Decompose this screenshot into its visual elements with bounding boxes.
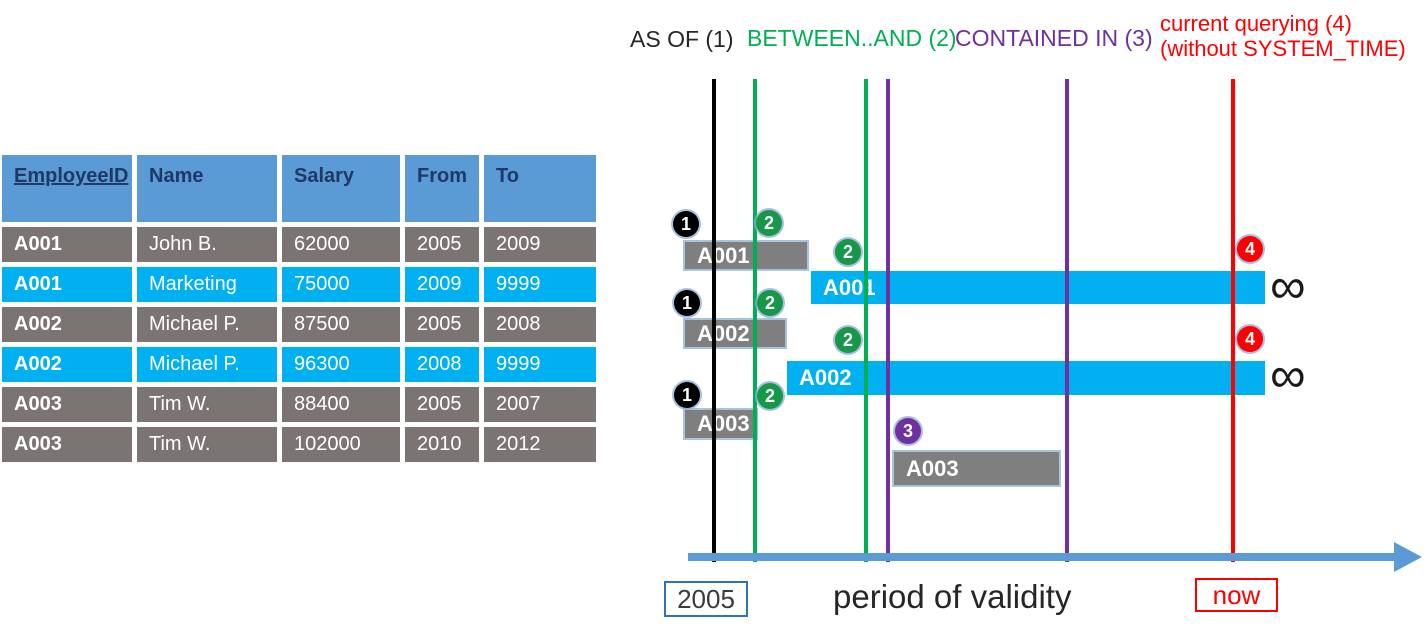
as-of-line	[712, 79, 716, 562]
marker-3-badge: 3	[895, 418, 921, 444]
marker-1-badge: 1	[673, 211, 699, 237]
cell-name: Tim W.	[137, 427, 277, 462]
infinity-icon: ∞	[1270, 258, 1306, 314]
cell-to: 2007	[484, 387, 596, 422]
bar-label: A002	[697, 320, 750, 346]
time-axis	[688, 553, 1395, 561]
legend-as-of: AS OF (1)	[630, 26, 734, 52]
table-row: A003 Tim W. 88400 2005 2007	[2, 387, 596, 422]
validity-bar-a003-later: A003	[892, 450, 1061, 487]
employee-table: EmployeeID Name Salary From To A001 John…	[0, 150, 601, 467]
table-row: A003 Tim W. 102000 2010 2012	[2, 427, 596, 462]
legend-current-querying: current querying (4) (without SYSTEM_TIM…	[1160, 11, 1406, 61]
cell-name: Tim W.	[137, 387, 277, 422]
cell-name: Marketing	[137, 267, 277, 302]
cell-from: 2005	[405, 227, 479, 262]
cell-employeeid: A003	[2, 387, 132, 422]
cell-from: 2005	[405, 387, 479, 422]
marker-2-badge: 2	[757, 290, 783, 316]
cell-salary: 75000	[282, 267, 400, 302]
column-header-from: From	[405, 155, 479, 222]
cell-salary: 62000	[282, 227, 400, 262]
column-header-name: Name	[137, 155, 277, 222]
validity-bar-a002-old: A002	[683, 318, 787, 349]
table-row-highlighted: A002 Michael P. 96300 2008 9999	[2, 347, 596, 382]
cell-from: 2009	[405, 267, 479, 302]
validity-bar-a001-old: A001	[683, 240, 809, 271]
validity-bar-a001-current: A001	[811, 271, 1265, 304]
contained-end-line	[1065, 79, 1069, 562]
time-axis-arrowhead	[1394, 542, 1422, 572]
infinity-icon: ∞	[1270, 347, 1306, 403]
marker-4-badge: 4	[1237, 326, 1263, 352]
table-row: A001 John B. 62000 2005 2009	[2, 227, 596, 262]
bar-label: A003	[906, 455, 959, 481]
legend-current-line2: (without SYSTEM_TIME)	[1160, 36, 1406, 61]
bar-label: A003	[697, 411, 750, 436]
cell-to: 2012	[484, 427, 596, 462]
table-header-row: EmployeeID Name Salary From To	[2, 155, 596, 222]
marker-2-badge: 2	[835, 327, 861, 353]
axis-now-label: now	[1212, 579, 1261, 610]
marker-2-badge: 2	[835, 239, 861, 265]
axis-now-box: now	[1195, 578, 1278, 612]
cell-employeeid: A002	[2, 347, 132, 382]
cell-employeeid: A003	[2, 427, 132, 462]
between-end-line	[864, 79, 868, 562]
table-row-highlighted: A001 Marketing 75000 2009 9999	[2, 267, 596, 302]
bar-label: A002	[799, 365, 852, 390]
cell-name: John B.	[137, 227, 277, 262]
column-header-employeeid: EmployeeID	[2, 155, 132, 222]
axis-title: period of validity	[833, 578, 1072, 615]
cell-salary: 96300	[282, 347, 400, 382]
marker-1-badge: 1	[674, 382, 700, 408]
contained-start-line	[886, 79, 890, 562]
column-header-to: To	[484, 155, 596, 222]
marker-1-badge: 1	[674, 290, 700, 316]
validity-bar-a003-old: A003	[683, 408, 758, 440]
axis-start-year: 2005	[677, 583, 735, 614]
legend-contained-in: CONTAINED IN (3)	[955, 25, 1153, 51]
axis-start-year-box: 2005	[664, 581, 748, 617]
column-header-salary: Salary	[282, 155, 400, 222]
legend-between-and: BETWEEN..AND (2)	[747, 25, 957, 51]
cell-from: 2008	[405, 347, 479, 382]
cell-to: 2008	[484, 307, 596, 342]
legend-current-line1: current querying (4)	[1160, 11, 1352, 36]
bar-label: A001	[697, 242, 750, 268]
cell-to: 9999	[484, 347, 596, 382]
cell-from: 2010	[405, 427, 479, 462]
cell-employeeid: A001	[2, 267, 132, 302]
validity-bar-a002-current: A002	[787, 361, 1265, 395]
cell-name: Michael P.	[137, 347, 277, 382]
cell-to: 9999	[484, 267, 596, 302]
cell-salary: 102000	[282, 427, 400, 462]
cell-salary: 88400	[282, 387, 400, 422]
marker-4-badge: 4	[1237, 236, 1263, 262]
marker-2-badge: 2	[756, 210, 782, 236]
table-row: A002 Michael P. 87500 2005 2008	[2, 307, 596, 342]
cell-to: 2009	[484, 227, 596, 262]
marker-2-badge: 2	[757, 383, 783, 409]
cell-salary: 87500	[282, 307, 400, 342]
cell-name: Michael P.	[137, 307, 277, 342]
between-start-line	[753, 79, 757, 562]
cell-from: 2005	[405, 307, 479, 342]
now-line	[1231, 79, 1235, 562]
cell-employeeid: A001	[2, 227, 132, 262]
cell-employeeid: A002	[2, 307, 132, 342]
